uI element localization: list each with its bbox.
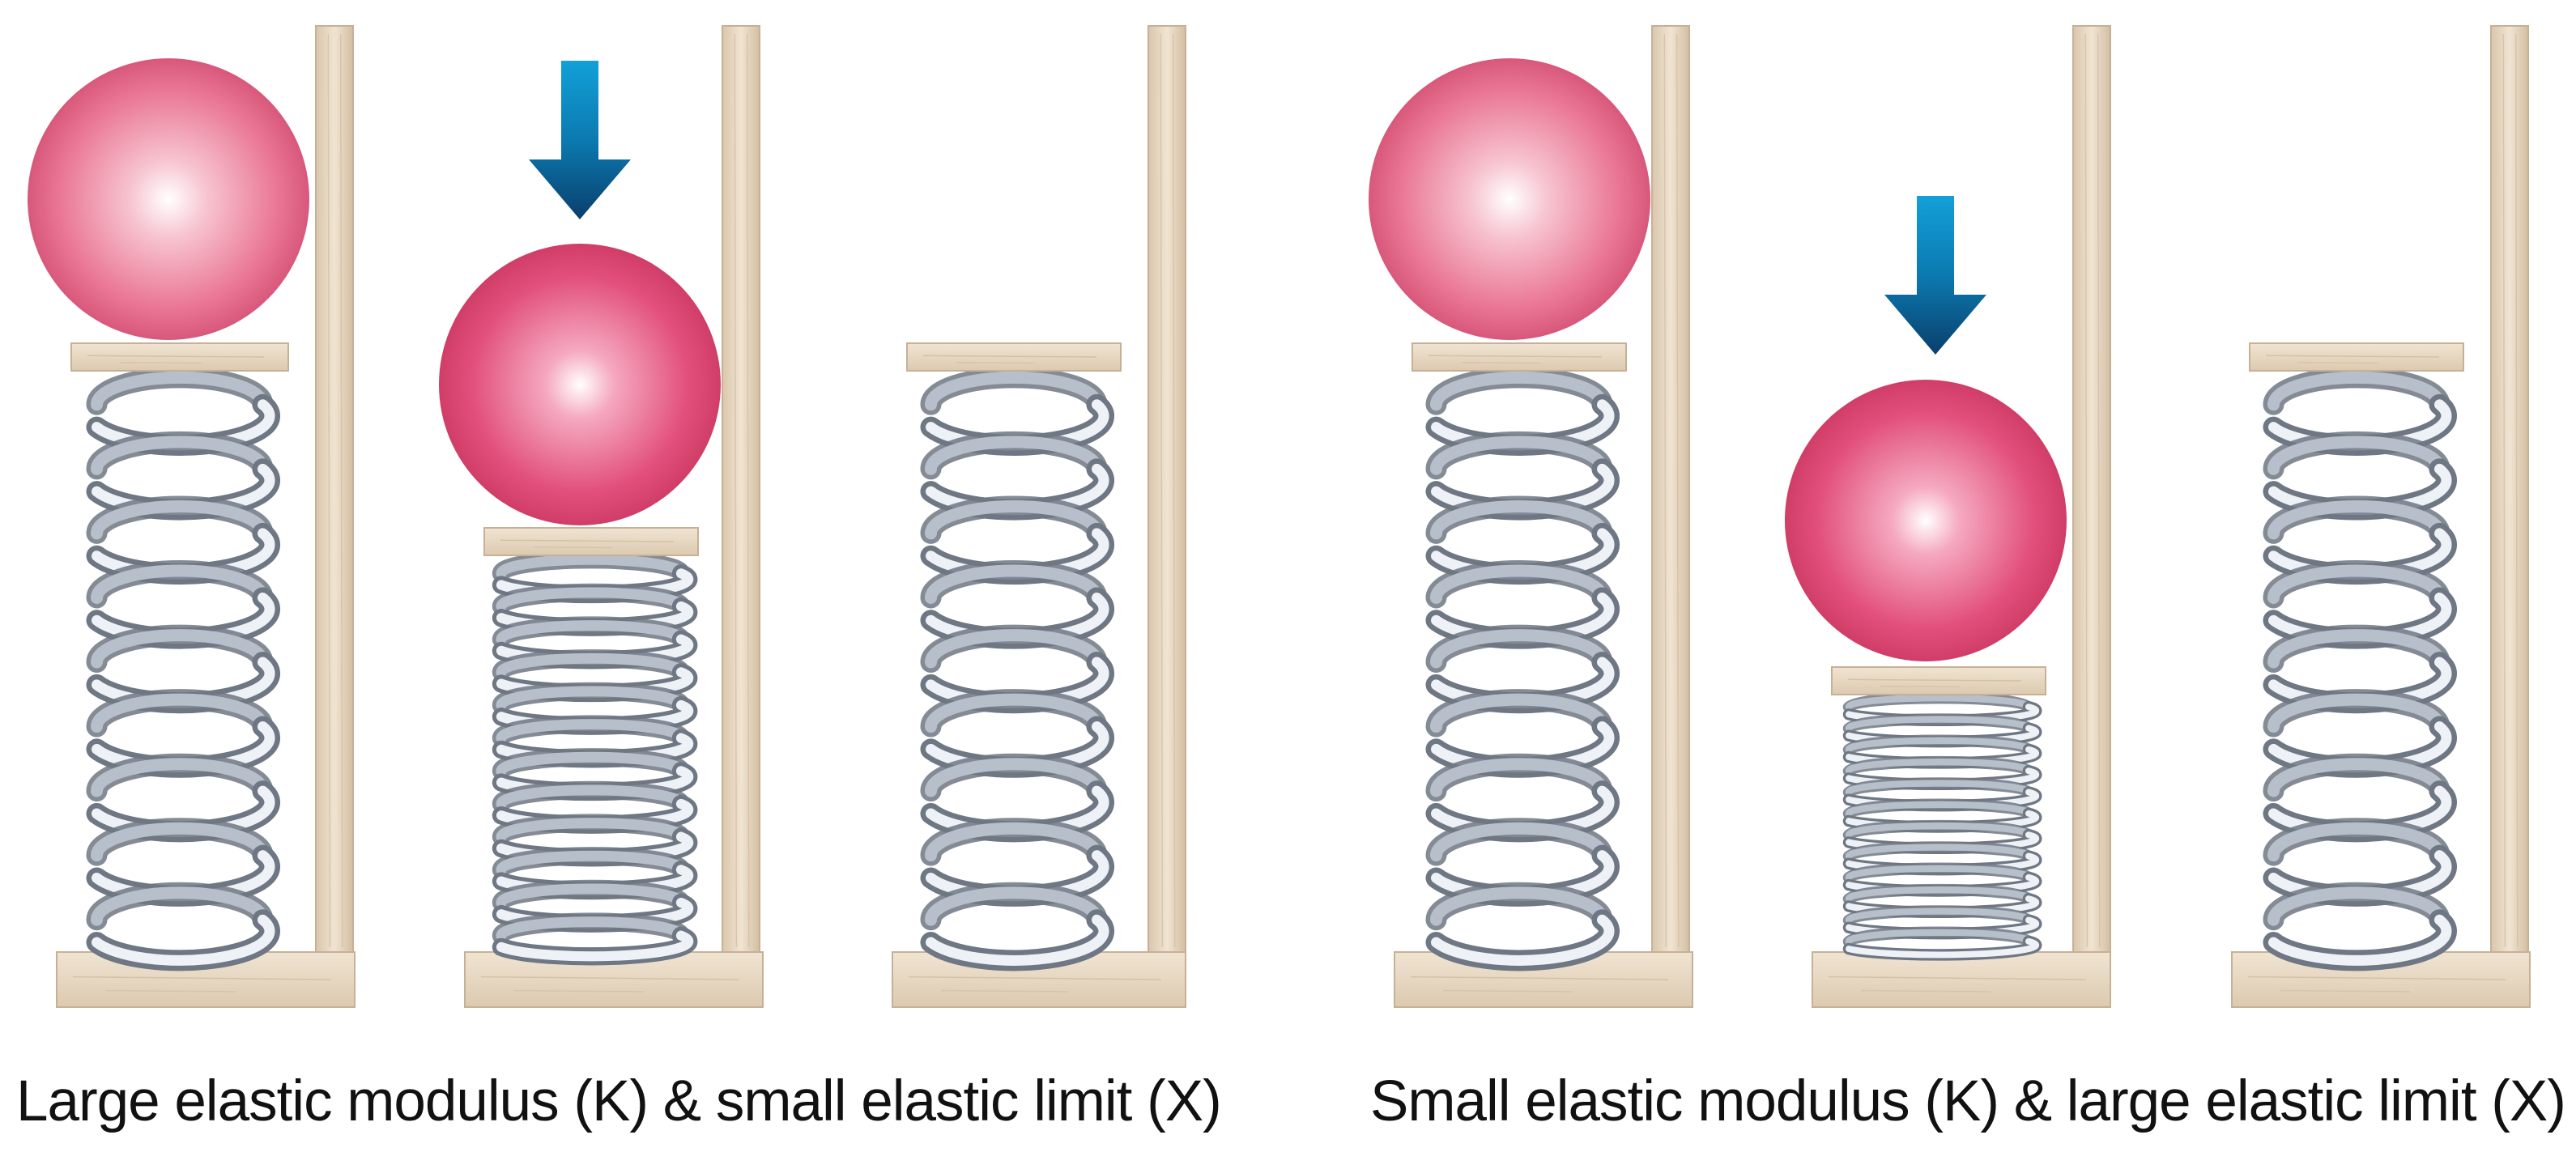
- spring-plate: [483, 527, 699, 556]
- coil-spring-icon: [1425, 367, 1620, 971]
- panel-1-compressed: [439, 25, 764, 1008]
- pink-ball-icon: [439, 244, 721, 525]
- wooden-post: [1147, 25, 1186, 956]
- coil-spring-icon: [86, 367, 280, 971]
- panel-1-released: [892, 25, 1186, 1008]
- panel-2-released: [2231, 25, 2531, 1008]
- down-arrow-icon: [529, 61, 631, 219]
- coil-spring-icon: [2263, 367, 2457, 971]
- spring-plate: [1411, 342, 1627, 372]
- coil-spring-icon: [1842, 691, 2042, 961]
- caption-right: Small elastic modulus (K) & large elasti…: [1370, 1069, 2566, 1133]
- spring-plate: [1831, 666, 2046, 695]
- wooden-post: [315, 25, 354, 956]
- caption-left: Large elastic modulus (K) & small elasti…: [16, 1069, 1222, 1133]
- down-arrow-icon: [1884, 196, 1986, 355]
- pink-ball-icon: [1369, 58, 1650, 340]
- spring-panels: [28, 25, 2531, 1008]
- pink-ball-icon: [28, 58, 309, 340]
- wooden-post: [1651, 25, 1690, 956]
- spring-plate: [906, 342, 1122, 372]
- panel-2-compressed: [1785, 25, 2111, 1008]
- panel-2-rest: [1369, 25, 1693, 1008]
- panel-1-rest: [28, 25, 356, 1008]
- wooden-base: [1812, 951, 2111, 1008]
- coil-spring-icon: [492, 550, 698, 966]
- pink-ball-icon: [1785, 380, 2067, 661]
- spring-plate: [2249, 342, 2464, 372]
- wooden-post: [2490, 25, 2529, 956]
- spring-plate: [70, 342, 289, 372]
- wooden-post: [2072, 25, 2111, 956]
- coil-spring-icon: [920, 367, 1114, 971]
- wooden-post: [722, 25, 760, 956]
